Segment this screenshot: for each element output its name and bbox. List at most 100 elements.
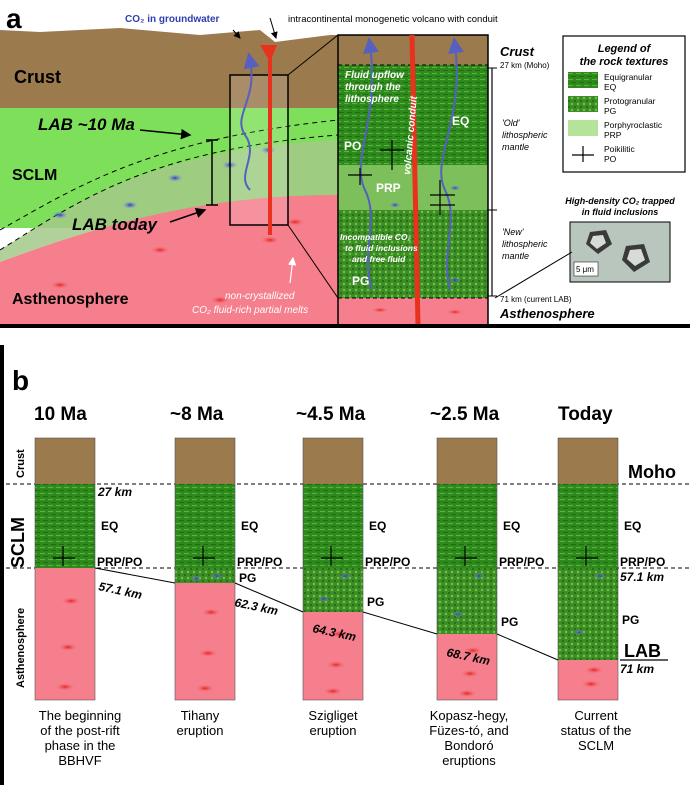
col-depth-label: 57.1 km: [97, 579, 143, 602]
legend-po-code: PO: [604, 154, 617, 164]
panel-a-label: a: [6, 3, 22, 34]
high-density-2: in fluid inclusions: [582, 207, 659, 217]
col-eq: [558, 484, 618, 568]
legend-title-2: the rock textures: [580, 56, 669, 68]
zoom-asthenosphere: [338, 298, 488, 325]
legend-swatch-pg: [568, 96, 598, 112]
zoom-box: [229, 74, 289, 226]
pg-zoom-label: PG: [352, 274, 369, 288]
col-eq-label: EQ: [369, 519, 386, 533]
column-1: EQ PRP/PO 57.1 km: [34, 437, 144, 701]
col-prp-label: PRP/PO: [365, 555, 410, 569]
col-lab-depth-label: 71 km: [620, 662, 654, 676]
right-asthenosphere-label: Asthenosphere: [499, 306, 595, 321]
col-eq-label: EQ: [624, 519, 641, 533]
col-age-5: Today: [558, 404, 613, 425]
col-depth-label: 57.1 km: [620, 570, 664, 584]
melts-label-1: non-crystallized: [225, 291, 295, 302]
side-asthenosphere-label: Asthenosphere: [15, 608, 27, 688]
col-asthenosphere: [35, 568, 95, 700]
new-mantle-1: 'New': [502, 227, 524, 237]
legend-title-1: Legend of: [598, 43, 652, 55]
col-crust: [303, 438, 363, 484]
legend-pg-code: PG: [604, 106, 616, 116]
new-mantle-3: mantle: [502, 251, 529, 261]
sclm-label: SCLM: [12, 167, 57, 184]
old-mantle-1: 'Old': [502, 118, 520, 128]
col-eq: [35, 484, 95, 568]
col-age-2: ~8 Ma: [170, 404, 224, 425]
zoom-pg: [338, 210, 488, 298]
legend-prp-code: PRP: [604, 130, 622, 140]
lab-10ma-label: LAB ~10 Ma: [38, 115, 135, 134]
col-eq: [437, 484, 497, 568]
col-prp-label: PRP/PO: [237, 555, 282, 569]
col-pg: [175, 568, 235, 583]
fluid-upflow-2: through the: [345, 82, 401, 93]
new-mantle-band: [0, 140, 338, 262]
col-crust: [35, 438, 95, 484]
scale-bar-label: 5 μm: [576, 265, 594, 274]
col-eq-label: EQ: [503, 519, 520, 533]
col-prp-label: PRP/PO: [620, 555, 665, 569]
col-crust: [437, 438, 497, 484]
col-pg-label: PG: [239, 571, 256, 585]
crust-layer: [0, 28, 338, 108]
col-pg-label: PG: [501, 615, 518, 629]
col-asthenosphere: [558, 660, 618, 700]
col-eq: [303, 484, 363, 568]
col-asthenosphere: [175, 583, 235, 700]
fluid-upflow-1: Fluid upflow: [345, 70, 405, 81]
lab-today-label: LAB today: [72, 215, 159, 234]
incompatible-3: and free fluid: [352, 254, 406, 264]
incompatible-1: Incompatible CO₂: [340, 232, 412, 242]
side-sclm-label: SCLM: [8, 517, 28, 568]
old-mantle-2: lithospheric: [502, 130, 548, 140]
right-crust-label: Crust: [500, 44, 535, 59]
new-mantle-2: lithospheric: [502, 239, 548, 249]
high-density-1: High-density CO₂ trapped: [565, 196, 675, 206]
prp-zoom-label: PRP: [376, 181, 401, 195]
col-eq: [175, 484, 235, 568]
col-eq-label: EQ: [101, 519, 118, 533]
fluid-upflow-3: lithosphere: [345, 94, 399, 105]
col-pg: [303, 568, 363, 612]
legend-pg-name: Protogranular: [604, 96, 656, 106]
legend-eq-code: EQ: [604, 82, 617, 92]
lab-label: LAB: [624, 641, 661, 661]
col-pg-label: PG: [367, 595, 384, 609]
col-pg: [437, 568, 497, 634]
moho-depth-label: 27 km (Moho): [500, 61, 550, 70]
asthenosphere-layer: [0, 195, 338, 325]
col-asthenosphere: [303, 612, 363, 700]
legend-po-name: Poikilitic: [604, 144, 635, 154]
crust-label: Crust: [14, 67, 61, 87]
incompatible-2: to fluid inclusions: [345, 243, 418, 253]
side-crust-label: Crust: [15, 449, 27, 478]
co2-groundwater-label: CO₂ in groundwater: [125, 14, 220, 25]
col-prp-label: PRP/PO: [97, 555, 142, 569]
asthenosphere-label: Asthenosphere: [12, 291, 129, 308]
po-zoom-label: PO: [344, 139, 361, 153]
legend-eq-name: Equigranular: [604, 72, 652, 82]
conduit-zoom: [409, 34, 421, 326]
panel-a: a CO₂ in groundwater intracontinental mo…: [0, 0, 690, 328]
col-pg: [558, 568, 618, 660]
volcano-cone: [260, 45, 277, 62]
lab-depth-label: 71 km (current LAB): [500, 295, 572, 304]
legend-prp-name: Porphyroclastic: [604, 120, 663, 130]
melts-label-2: CO₂ fluid-rich partial melts: [192, 305, 308, 316]
old-mantle-3: mantle: [502, 142, 529, 152]
col-prp-label: PRP/PO: [499, 555, 544, 569]
col-age-4: ~2.5 Ma: [430, 404, 500, 425]
